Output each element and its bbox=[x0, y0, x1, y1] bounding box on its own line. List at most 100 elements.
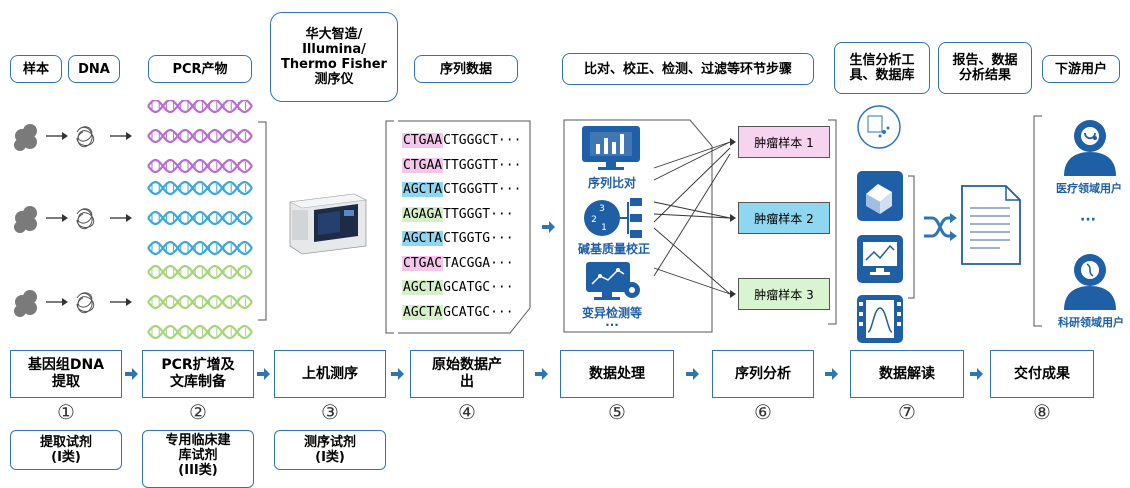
label-pcr-product: PCR产物 bbox=[148, 55, 252, 83]
process-step-label: PCR扩增及 文库制备 bbox=[161, 357, 235, 390]
sequence-data-frame bbox=[385, 120, 531, 334]
step-arrow-icon bbox=[686, 368, 699, 380]
dna-helix-strand bbox=[147, 128, 253, 144]
label-sequence-data: 序列数据 bbox=[414, 55, 518, 83]
users-ellipsis: ··· bbox=[1080, 212, 1096, 228]
label-dna-text: DNA bbox=[78, 61, 110, 77]
processing-frame bbox=[563, 119, 713, 333]
tool-label-variant: 变异检测等 bbox=[581, 306, 642, 320]
sequence-prefix: AGCTA bbox=[402, 231, 444, 246]
step-arrow-icon bbox=[257, 368, 270, 380]
sample-row-3 bbox=[14, 290, 133, 317]
alignment-connections bbox=[653, 138, 736, 298]
label-downstream: 下游用户 bbox=[1042, 55, 1120, 83]
step-arrow-icon bbox=[535, 368, 548, 380]
sequence-prefix: AGCTA bbox=[402, 182, 444, 197]
svg-text:1: 1 bbox=[601, 223, 607, 233]
label-sequencer: 华大智造/ Illumina/ Thermo Fisher 测序仪 bbox=[270, 12, 398, 102]
label-downstream-text: 下游用户 bbox=[1054, 61, 1107, 77]
reagent-extraction: 提取试剂 (I类) bbox=[39, 435, 92, 465]
sequence-prefix: AGAGA bbox=[402, 206, 444, 222]
dna-helix-strand bbox=[147, 158, 253, 174]
dna-helix-strand bbox=[147, 210, 253, 226]
label-sequencer-text: 华大智造/ Illumina/ Thermo Fisher 测序仪 bbox=[281, 27, 387, 87]
research-user-label: 科研领域用户 bbox=[1058, 316, 1124, 329]
process-step-label: 基因组DNA 提取 bbox=[27, 357, 105, 390]
reagent-extraction-box bbox=[10, 430, 122, 470]
dna-helix-strand bbox=[147, 264, 253, 280]
process-step-2: PCR扩增及 文库制备 bbox=[142, 350, 254, 398]
dna-helix-strand bbox=[147, 294, 253, 310]
sequence-read: AGCTACTGGTG··· bbox=[402, 231, 514, 246]
dna-helix-strand bbox=[147, 240, 253, 256]
process-step-label: 原始数据产 出 bbox=[432, 357, 502, 390]
process-step-number: ⑥ bbox=[754, 400, 772, 424]
step-arrow-icon bbox=[391, 368, 404, 380]
sequence-prefix: AGCTA bbox=[402, 280, 444, 295]
label-sample-text: 样本 bbox=[22, 61, 49, 77]
sample-dna-pcr-illustration bbox=[14, 100, 267, 340]
dna-helix-strand bbox=[147, 158, 253, 174]
process-step-label: 序列分析 bbox=[735, 365, 791, 382]
tool-label-quality: 碱基质量校正 bbox=[577, 242, 650, 256]
reagent-clinical-box bbox=[142, 430, 254, 488]
label-pcr-product-text: PCR产物 bbox=[172, 61, 228, 77]
process-step-7: 数据解读 bbox=[850, 350, 964, 398]
sequence-suffix: GCATGC··· bbox=[443, 280, 514, 295]
dna-helix-strand bbox=[147, 324, 253, 340]
process-step-number: ⑤ bbox=[608, 400, 626, 424]
dna-helix-strand bbox=[147, 100, 253, 114]
sequence-read: CTGAATTGGGTT··· bbox=[402, 157, 522, 173]
users-bracket bbox=[1033, 115, 1042, 327]
sequence-suffix: TTGGGTT··· bbox=[443, 157, 522, 173]
quality-calibration-icon: 3 2 1 bbox=[584, 198, 642, 238]
medical-user-label: 医疗领域用户 bbox=[1056, 182, 1122, 195]
tumor-bracket bbox=[828, 119, 837, 325]
dna-helix-strand bbox=[147, 294, 253, 310]
svg-text:2: 2 bbox=[591, 215, 597, 225]
dna-helix-strand bbox=[147, 100, 253, 114]
label-dna: DNA bbox=[68, 55, 120, 83]
tumor-sample-2: 肿瘤样本 2 bbox=[738, 202, 830, 234]
sequence-suffix: CTGGGCT··· bbox=[443, 133, 522, 148]
tools-bracket bbox=[908, 175, 915, 299]
sequence-prefix: CTGAC bbox=[402, 255, 444, 271]
sequence-read: AGCTAGCATGC··· bbox=[402, 304, 514, 320]
process-step-number: ④ bbox=[458, 400, 476, 424]
variant-detection-icon bbox=[586, 262, 640, 300]
sample-row-2 bbox=[14, 206, 133, 233]
step-arrow-icon bbox=[970, 368, 983, 380]
label-report: 报告、数据 分析结果 bbox=[938, 42, 1032, 94]
sequencer-machine-image bbox=[288, 193, 368, 255]
label-sequence-data-text: 序列数据 bbox=[439, 61, 492, 77]
process-step-3: 上机测序 bbox=[274, 350, 386, 398]
report-document-icon bbox=[961, 185, 1021, 265]
shuffle-icon bbox=[924, 213, 957, 241]
research-user-icon bbox=[1064, 254, 1116, 310]
reagent-sequencing-box bbox=[274, 430, 386, 470]
dna-helix-strand bbox=[147, 240, 253, 256]
dna-helix-strand bbox=[147, 180, 253, 196]
process-step-number: ① bbox=[57, 400, 75, 424]
sequence-prefix: AGCTA bbox=[402, 304, 444, 320]
process-step-6: 序列分析 bbox=[712, 350, 814, 398]
step-arrow-icon bbox=[825, 368, 838, 380]
dna-helix-strand bbox=[147, 210, 253, 226]
sequence-suffix: CTGGGTT··· bbox=[443, 182, 522, 197]
sequence-prefix: CTGAA bbox=[402, 157, 444, 173]
reagent-sequencing: 测序试剂 (I类) bbox=[303, 435, 356, 465]
dna-helix-strand bbox=[147, 324, 253, 340]
label-bio-tools-text: 生信分析工 具、数据库 bbox=[849, 53, 915, 83]
step-arrow-icon bbox=[125, 368, 138, 380]
dna-helix-strand bbox=[147, 264, 253, 280]
database-circle-icon bbox=[857, 105, 901, 149]
tumor-sample-3: 肿瘤样本 3 bbox=[738, 278, 830, 310]
label-sample: 样本 bbox=[10, 55, 62, 83]
reagent-clinical: 专用临床建 库试剂 (III类) bbox=[165, 433, 231, 478]
flow-arrow-seqdata-to-processing bbox=[542, 221, 555, 233]
label-processing: 比对、校正、检测、过滤等环节步骤 bbox=[562, 53, 814, 85]
process-step-4: 原始数据产 出 bbox=[410, 350, 524, 398]
dna-helix-strand bbox=[147, 128, 253, 144]
sequence-read: AGCTACTGGGTT··· bbox=[402, 182, 521, 197]
dna-helix-strand bbox=[147, 180, 253, 196]
